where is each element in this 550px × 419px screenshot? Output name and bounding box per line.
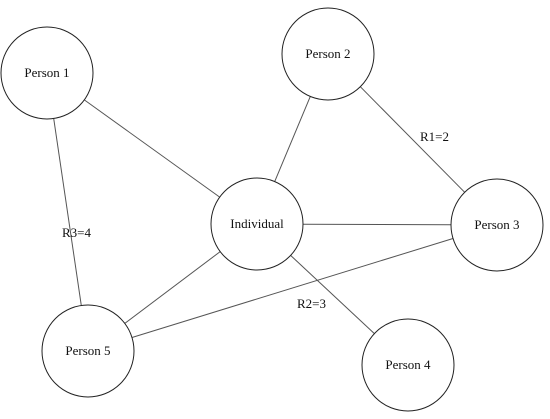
edge-person-5-to-person-3 [131, 238, 454, 338]
edge-person-1-to-individual [84, 99, 220, 198]
node-person-1: Person 1 [0, 26, 94, 120]
svg-text:R3=4: R3=4 [62, 225, 92, 240]
edge-label-r3: R3=4 [62, 225, 92, 240]
node-person-4: Person 4 [361, 318, 455, 412]
svg-text:Individual: Individual [230, 216, 284, 231]
svg-text:Person 2: Person 2 [305, 46, 350, 61]
edge-label-r2: R2=3 [297, 296, 326, 311]
edge-person-1-to-person-5 [53, 118, 82, 306]
edge-individual-to-person-5 [124, 251, 221, 324]
svg-text:Person 3: Person 3 [474, 217, 519, 232]
node-person-5: Person 5 [41, 304, 135, 398]
node-person-2: Person 2 [281, 7, 375, 101]
svg-text:Person 1: Person 1 [24, 65, 69, 80]
edge-person-2-to-person-3 [359, 86, 466, 193]
node-person-3: Person 3 [450, 178, 544, 272]
svg-text:Person 5: Person 5 [65, 343, 110, 358]
svg-text:Person 4: Person 4 [385, 357, 431, 372]
edge-individual-to-person-3 [302, 223, 452, 226]
node-individual: Individual [210, 177, 304, 271]
edges-layer [53, 86, 466, 338]
edge-label-r1: R1=2 [420, 129, 449, 144]
edge-individual-to-person-4 [290, 255, 375, 334]
edge-person-2-to-individual [274, 96, 311, 182]
svg-text:R1=2: R1=2 [420, 129, 449, 144]
svg-text:R2=3: R2=3 [297, 296, 326, 311]
